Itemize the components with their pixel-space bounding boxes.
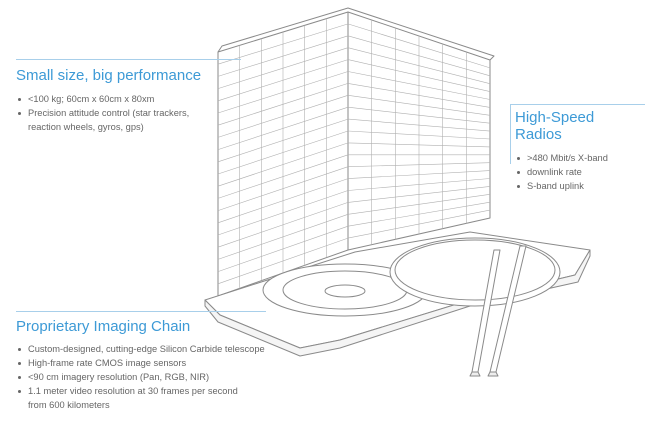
imaging-callout-rule bbox=[16, 311, 266, 312]
list-item: downlink rate bbox=[515, 165, 645, 179]
radios-callout: High-Speed Radios >480 Mbit/s X-band dow… bbox=[515, 109, 645, 193]
list-item: High-frame rate CMOS image sensors bbox=[16, 356, 276, 370]
list-item: <90 cm imagery resolution (Pan, RGB, NIR… bbox=[16, 370, 276, 384]
radios-callout-list: >480 Mbit/s X-band downlink rate S-band … bbox=[515, 151, 645, 193]
list-item: >480 Mbit/s X-band bbox=[515, 151, 645, 165]
list-item: S-band uplink bbox=[515, 179, 645, 193]
radios-callout-title: High-Speed Radios bbox=[515, 109, 595, 143]
radio-antenna-dish bbox=[389, 237, 561, 307]
size-callout-title: Small size, big performance bbox=[16, 67, 202, 84]
imaging-callout: Proprietary Imaging Chain Custom-designe… bbox=[16, 318, 276, 412]
list-item: Custom-designed, cutting-edge Silicon Ca… bbox=[16, 342, 276, 356]
size-callout-list: <100 kg; 60cm x 60cm x 80xm Precision at… bbox=[16, 92, 216, 134]
imaging-callout-title: Proprietary Imaging Chain bbox=[16, 318, 191, 335]
list-item: <100 kg; 60cm x 60cm x 80xm bbox=[16, 92, 216, 106]
list-item: 1.1 meter video resolution at 30 frames … bbox=[16, 384, 276, 398]
list-item: reaction wheels, gyros, gps) bbox=[28, 122, 144, 132]
list-item: from 600 kilometers bbox=[28, 400, 110, 410]
radios-callout-leader bbox=[510, 104, 511, 164]
imaging-callout-list: Custom-designed, cutting-edge Silicon Ca… bbox=[16, 342, 276, 412]
radios-callout-rule bbox=[510, 104, 645, 105]
list-item: Precision attitude control (star tracker… bbox=[16, 106, 216, 120]
size-callout-rule bbox=[16, 59, 241, 60]
size-callout: Small size, big performance <100 kg; 60c… bbox=[16, 67, 216, 134]
